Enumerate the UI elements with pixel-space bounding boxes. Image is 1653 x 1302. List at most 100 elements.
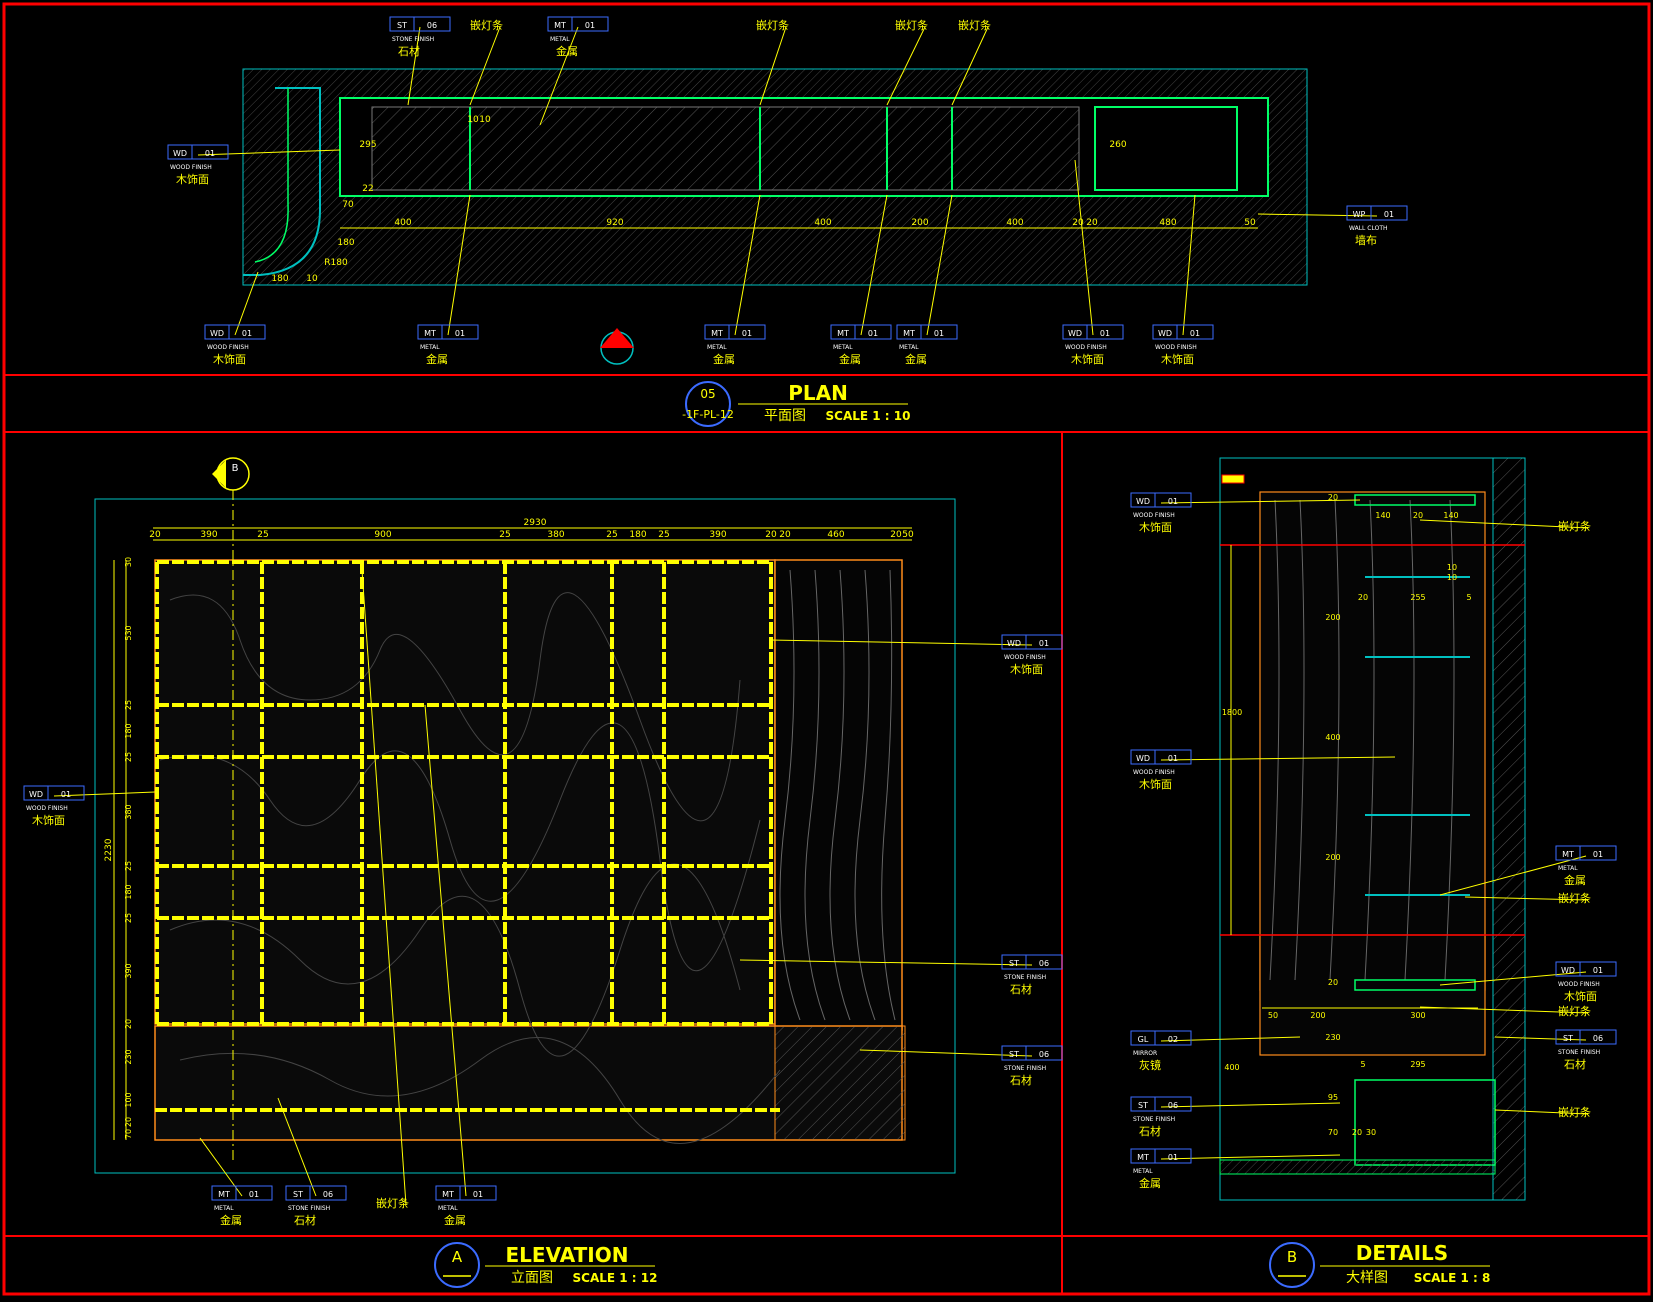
- tag-box: [204, 324, 266, 340]
- tag-cn: 嵌灯条: [470, 18, 503, 32]
- dim-label: 400: [394, 218, 411, 228]
- leader-line: [859, 1049, 1033, 1057]
- tag-en: METAL: [214, 1205, 234, 1212]
- details-title-block: B DETAILS 大样图 SCALE 1 : 8: [1269, 1241, 1490, 1288]
- dim-label: 100: [124, 1092, 133, 1107]
- tag-cn: 嵌灯条: [1558, 891, 1591, 905]
- dim-label: 25: [124, 913, 133, 923]
- tag-num: 02: [1168, 1035, 1178, 1044]
- tag-box: [830, 324, 892, 340]
- dim-label: 200: [911, 218, 928, 228]
- tag-box: [167, 144, 229, 160]
- elevation-title-block: A ELEVATION 立面图 SCALE 1 : 12: [434, 1242, 657, 1288]
- dim-label: 200: [1310, 1011, 1325, 1020]
- tag-box: [285, 1185, 347, 1201]
- dim-label: 70: [124, 1129, 133, 1139]
- dim-label: 140: [1443, 511, 1458, 520]
- tag-cn: 嵌灯条: [756, 18, 789, 32]
- tag-en: STONE FINISH: [1004, 1065, 1046, 1072]
- det-wood-grain: [1269, 499, 1455, 981]
- tag-cn: 金属: [1564, 873, 1586, 887]
- tag-code: WD: [173, 149, 187, 158]
- tag-box: [389, 16, 451, 32]
- dim-label: 295: [1410, 1060, 1425, 1069]
- dim-label: 20: [890, 530, 902, 540]
- tag-num: 06: [1593, 1034, 1603, 1043]
- tag-box: [1152, 324, 1214, 340]
- tag-code: WD: [1007, 639, 1021, 648]
- tag-code: WD: [1561, 966, 1575, 975]
- dim-label: 20: [1328, 493, 1338, 502]
- tag-cn: 木饰面: [32, 813, 65, 827]
- details-view: [1219, 457, 1526, 1201]
- tag-en: WOOD FINISH: [1004, 654, 1046, 661]
- tag-en: WOOD FINISH: [26, 805, 68, 812]
- tag-code: MT: [837, 329, 849, 338]
- tag-en: WALL CLOTH: [1349, 225, 1388, 232]
- tag-cn: 木饰面: [1139, 777, 1172, 791]
- elev-wood-grain: [779, 569, 896, 1021]
- tag-num: 01: [61, 790, 71, 799]
- tag-code: ST: [1563, 1034, 1573, 1043]
- elev-total-height: 2230: [104, 838, 114, 861]
- tag-cn: 石材: [1139, 1124, 1161, 1138]
- tag-num: 01: [1168, 754, 1178, 763]
- plan-curved-inner: [254, 88, 289, 263]
- dim-label: 390: [124, 963, 133, 978]
- tag-num: 06: [1168, 1101, 1178, 1110]
- tag-code: MT: [711, 329, 723, 338]
- tag-code: ST: [1009, 959, 1019, 968]
- tag-num: 01: [1593, 966, 1603, 975]
- leader-line: [886, 26, 926, 106]
- tag-cn: 木饰面: [1161, 352, 1194, 366]
- tag-en: WOOD FINISH: [207, 344, 249, 351]
- tag-cn: 石材: [398, 44, 420, 58]
- tag-box: [547, 16, 609, 32]
- dim-label: 200: [1325, 853, 1340, 862]
- tag-num: 01: [934, 329, 944, 338]
- dim-label: 900: [374, 530, 391, 540]
- tag-cn: 木饰面: [213, 352, 246, 366]
- tag-cn: 金属: [556, 44, 578, 58]
- leader-line: [277, 1097, 317, 1197]
- tag-en: WOOD FINISH: [1065, 344, 1107, 351]
- tag-code: ST: [293, 1190, 303, 1199]
- plan-scale: SCALE 1 : 10: [826, 409, 911, 423]
- material-tag: 嵌灯条: [951, 18, 991, 106]
- tag-code: WD: [210, 329, 224, 338]
- det-title: DETAILS: [1356, 1241, 1448, 1265]
- plan-view: [242, 68, 1308, 365]
- leader-line: [1074, 159, 1094, 336]
- tag-en: WOOD FINISH: [1558, 981, 1600, 988]
- tag-code: MT: [554, 21, 566, 30]
- tag-cn: 石材: [1010, 1073, 1032, 1087]
- dim-label: 260: [1109, 140, 1126, 150]
- tag-num: 01: [1100, 329, 1110, 338]
- dim-label: 400: [1006, 218, 1023, 228]
- dim-label: 20: [1358, 593, 1368, 602]
- leader-line: [1494, 1036, 1587, 1041]
- tag-num: 01: [1190, 329, 1200, 338]
- tag-en: WOOD FINISH: [170, 164, 212, 171]
- dim-label: 70: [342, 200, 354, 210]
- leader-line: [447, 194, 471, 336]
- tag-box: [1001, 954, 1063, 970]
- tag-code: MT: [1562, 850, 1574, 859]
- dim-label: 20: [765, 530, 777, 540]
- dim-label: 140: [1375, 511, 1390, 520]
- tag-num: 01: [1039, 639, 1049, 648]
- dim-label: 5: [1360, 1060, 1365, 1069]
